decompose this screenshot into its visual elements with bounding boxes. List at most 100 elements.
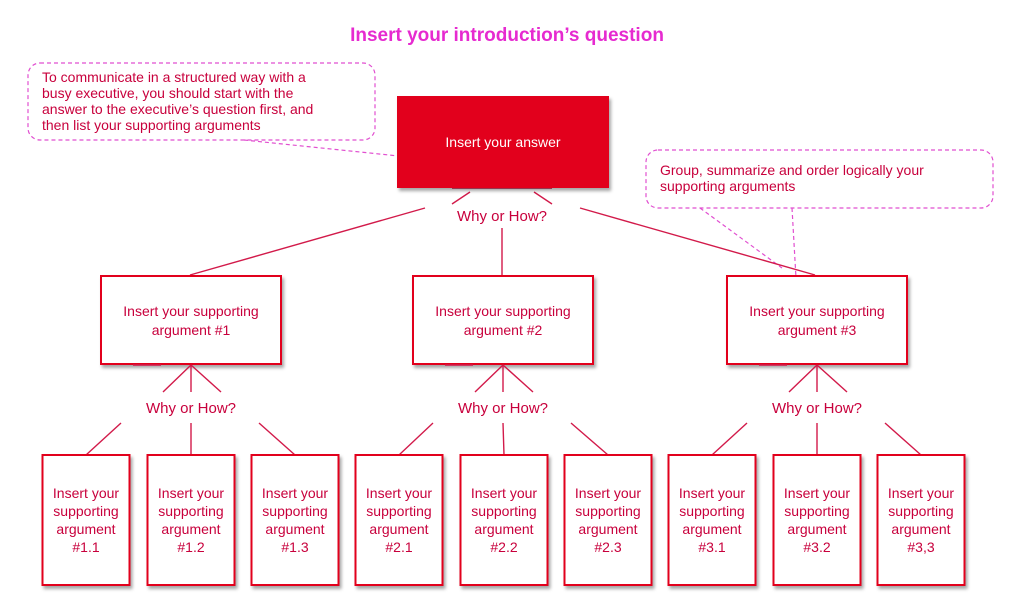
sub-argument-1-3: Insert your supporting argument #1.3 (250, 454, 340, 586)
child-connector (570, 422, 609, 456)
sub-argument-1-1: Insert your supporting argument #1.1 (41, 454, 131, 586)
fan-line (162, 364, 192, 393)
sub-argument-label: argument (161, 521, 220, 537)
left-callout-text-line: answer to the executive’s question first… (42, 101, 313, 117)
sub-argument-box (667, 454, 757, 586)
sub-argument-box (876, 454, 966, 586)
answer-label: Insert your answer (445, 134, 560, 150)
sub-argument-2-1: Insert your supporting argument #2.1 (354, 454, 444, 586)
sub-argument-label: #2.1 (385, 539, 412, 555)
left-callout-text-line: To communicate in a structured way with … (42, 69, 306, 85)
left-callout-pointer (243, 139, 419, 159)
sub-argument-box (563, 454, 653, 586)
sub-argument-label: #2.2 (490, 539, 517, 555)
sub-argument-box (146, 454, 236, 586)
sub-argument-label: #2.3 (594, 539, 621, 555)
sub-argument-label: supporting (784, 503, 849, 519)
right-callout: Group, summarize and order logically you… (645, 149, 994, 279)
left-callout-text-line: busy executive, you should start with th… (42, 85, 294, 101)
sub-argument-label: argument (891, 521, 950, 537)
left-callout: To communicate in a structured way with … (27, 62, 419, 159)
sub-argument-box (772, 454, 862, 586)
supporting-argument-box (100, 275, 282, 365)
sub-argument-2-3: Insert your supporting argument #2.3 (563, 454, 653, 586)
fan-line (190, 364, 222, 393)
supporting-argument-label: argument #1 (152, 322, 231, 338)
sub-argument-label: argument (787, 521, 846, 537)
supporting-argument-label: argument #2 (464, 322, 543, 338)
fan-line (788, 364, 818, 393)
sub-argument-label: supporting (575, 503, 640, 519)
sub-argument-label: #3.1 (698, 539, 725, 555)
right-callout-text-line: supporting arguments (660, 178, 795, 194)
supporting-argument-label: Insert your supporting (123, 303, 258, 319)
supporting-argument-label: argument #3 (778, 322, 857, 338)
sub-argument-label: Insert your (262, 485, 328, 501)
supporting-argument-label: Insert your supporting (749, 303, 884, 319)
sub-argument-label: Insert your (366, 485, 432, 501)
fan-line (816, 364, 848, 393)
sub-argument-box (354, 454, 444, 586)
sub-argument-3-1: Insert your supporting argument #3.1 (667, 454, 757, 586)
child-connector (502, 422, 505, 456)
sub-argument-3-2: Insert your supporting argument #3.2 (772, 454, 862, 586)
supporting-argument-box (412, 275, 594, 365)
sub-argument-box (41, 454, 131, 586)
sub-argument-label: #1.3 (281, 539, 308, 555)
right-callout-text-line: Group, summarize and order logically you… (660, 162, 924, 178)
why-or-how-label-top: Why or How? (457, 208, 547, 225)
supporting-argument-box (726, 275, 908, 365)
supporting-argument-1: Insert your supporting argument #1 Why or … (41, 275, 340, 586)
answer-node: Insert your answer (397, 96, 609, 188)
left-callout-box (27, 62, 376, 141)
sub-argument-label: supporting (679, 503, 744, 519)
sub-argument-label: argument (56, 521, 115, 537)
sub-argument-label: Insert your (53, 485, 119, 501)
sub-argument-label: argument (265, 521, 324, 537)
sub-argument-label: #3,3 (907, 539, 934, 555)
sub-argument-label: Insert your (575, 485, 641, 501)
supporting-argument-label: Insert your supporting (435, 303, 570, 319)
child-connector (711, 422, 748, 456)
sub-argument-3-3: Insert your supporting argument #3,3 (876, 454, 966, 586)
sub-argument-label: argument (474, 521, 533, 537)
sub-argument-box (459, 454, 549, 586)
sub-argument-label: Insert your (471, 485, 537, 501)
sub-argument-label: Insert your (784, 485, 850, 501)
sub-argument-label: supporting (158, 503, 223, 519)
answer-box (397, 96, 609, 188)
sub-argument-1-2: Insert your supporting argument #1.2 (146, 454, 236, 586)
sub-argument-label: #1.2 (177, 539, 204, 555)
sub-argument-label: supporting (53, 503, 118, 519)
child-connector (398, 422, 434, 456)
sub-argument-label: Insert your (679, 485, 745, 501)
child-connector (85, 422, 122, 456)
right-callout-box (645, 149, 994, 209)
sub-argument-label: #3.2 (803, 539, 830, 555)
sub-argument-label: Insert your (888, 485, 954, 501)
fan-line (502, 364, 534, 393)
right-callout-pointer-b (791, 207, 797, 279)
sub-argument-label: argument (369, 521, 428, 537)
sub-argument-label: supporting (471, 503, 536, 519)
sub-argument-label: #1.1 (72, 539, 99, 555)
sub-argument-box (250, 454, 340, 586)
fan-line (474, 364, 504, 393)
child-connector (884, 422, 922, 456)
sub-argument-label: Insert your (158, 485, 224, 501)
sub-argument-label: argument (578, 521, 637, 537)
sub-argument-label: supporting (366, 503, 431, 519)
why-or-how-label: Why or How? (772, 400, 862, 417)
child-connector (258, 422, 296, 456)
diagram-title: Insert your introduction’s question (350, 25, 664, 46)
sub-argument-label: supporting (262, 503, 327, 519)
sub-argument-label: supporting (888, 503, 953, 519)
supporting-argument-2: Insert your supporting argument #2 Why or … (354, 275, 653, 586)
right-callout-pointer-a (699, 207, 783, 269)
why-or-how-label: Why or How? (458, 400, 548, 417)
left-callout-text-line: then list your supporting arguments (42, 117, 261, 133)
why-or-how-label: Why or How? (146, 400, 236, 417)
sub-argument-label: argument (682, 521, 741, 537)
sub-argument-2-2: Insert your supporting argument #2.2 (459, 454, 549, 586)
